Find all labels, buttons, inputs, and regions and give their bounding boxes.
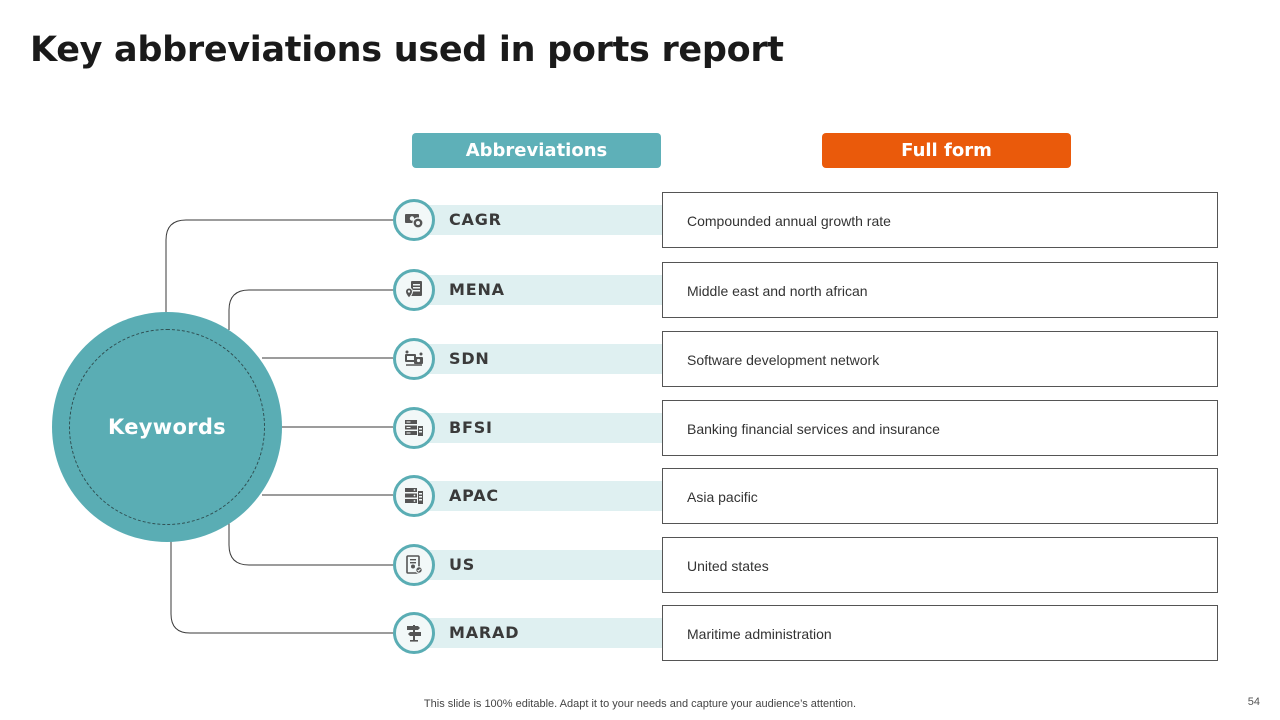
abbr-band (414, 550, 662, 580)
keywords-dashed-ring (69, 329, 265, 525)
abbreviations-header: Abbreviations (412, 133, 661, 168)
full-form-box: Maritime administration (662, 605, 1218, 661)
full-form-text: Compounded annual growth rate (687, 213, 891, 229)
network-devices-icon (393, 338, 435, 380)
full-form-box: Software development network (662, 331, 1218, 387)
footer-note: This slide is 100% editable. Adapt it to… (423, 698, 857, 710)
full-form-box: Middle east and north african (662, 262, 1218, 318)
table-row: CAGR Compounded annual growth rate (0, 192, 1280, 248)
full-form-text: Software development network (687, 352, 880, 368)
full-form-box: Banking financial services and insurance (662, 400, 1218, 456)
table-row: US United states (0, 537, 1280, 593)
abbr-label: SDN (449, 349, 490, 368)
slide-title: Key abbreviations used in ports report (30, 30, 784, 70)
abbr-band (414, 205, 662, 235)
abbr-label: CAGR (449, 210, 502, 229)
abbr-label: MARAD (449, 623, 520, 642)
full-form-text: Asia pacific (687, 489, 758, 505)
money-coins-icon (393, 199, 435, 241)
abbr-label: APAC (449, 486, 499, 505)
keywords-label: Keywords (108, 415, 226, 439)
table-row: MENA Middle east and north african (0, 262, 1280, 318)
full-form-box: Asia pacific (662, 468, 1218, 524)
server-rack-icon (393, 475, 435, 517)
table-row: MARAD Maritime administration (0, 605, 1280, 661)
full-form-header: Full form (822, 133, 1071, 168)
document-map-pin-icon (393, 269, 435, 311)
abbr-band (414, 413, 662, 443)
table-row: BFSI Banking financial services and insu… (0, 400, 1280, 456)
full-form-text: Middle east and north african (687, 283, 868, 299)
abbr-label: MENA (449, 280, 505, 299)
full-form-text: Maritime administration (687, 626, 832, 642)
table-row: SDN Software development network (0, 331, 1280, 387)
full-form-box: Compounded annual growth rate (662, 192, 1218, 248)
table-row: APAC Asia pacific (0, 468, 1280, 524)
certificate-document-icon (393, 544, 435, 586)
full-form-text: United states (687, 558, 769, 574)
bank-servers-icon (393, 407, 435, 449)
abbr-label: US (449, 555, 476, 574)
full-form-box: United states (662, 537, 1218, 593)
full-form-text: Banking financial services and insurance (687, 421, 940, 437)
page-number: 54 (1247, 696, 1260, 708)
keywords-circle: Keywords (52, 312, 282, 542)
abbr-band (414, 481, 662, 511)
signpost-icon (393, 612, 435, 654)
abbr-band (414, 344, 662, 374)
abbr-band (414, 618, 662, 648)
abbr-label: BFSI (449, 418, 493, 437)
abbr-band (414, 275, 662, 305)
